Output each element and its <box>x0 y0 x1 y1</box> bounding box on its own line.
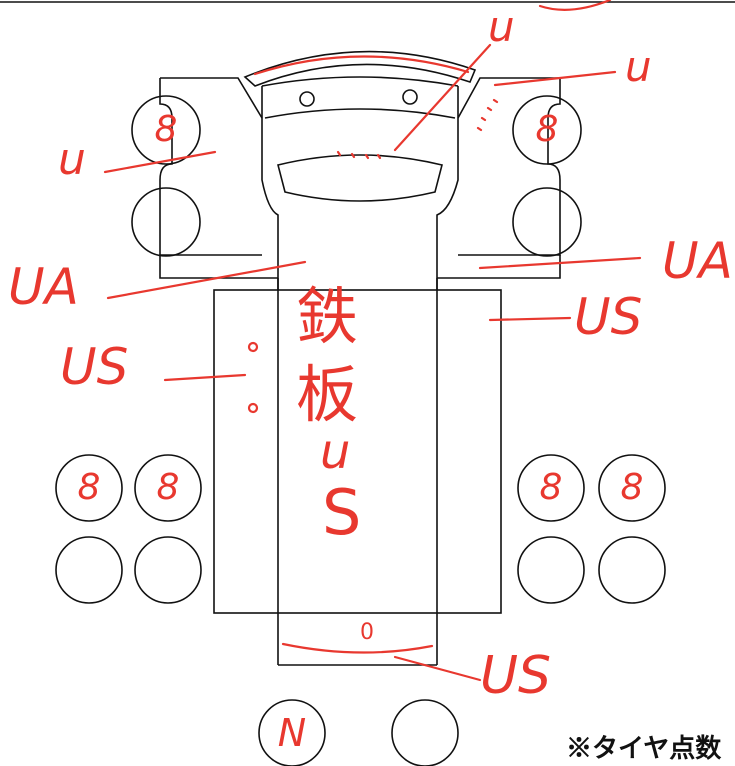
tire-rear-left-inner-lower <box>134 536 202 604</box>
code-left-cab: u <box>58 134 86 185</box>
leader-left-deck <box>163 373 247 382</box>
red-roof-trace <box>253 55 470 76</box>
windshield <box>277 154 443 202</box>
deck-note-line1: 鉄 <box>296 280 359 353</box>
tire-rear-left-outer-lower <box>55 536 123 604</box>
code-right-mid: UA <box>662 232 733 290</box>
leader-right-deck <box>488 316 572 322</box>
tire-score-rear-right-outer: 8 <box>620 467 644 508</box>
tire-front-right-upper <box>512 95 582 165</box>
cargo-deck <box>213 289 502 614</box>
tire-rear-right-outer-lower <box>598 536 666 604</box>
leader-top-center <box>393 43 492 152</box>
leader-left-cab <box>103 150 217 174</box>
front-left-frame <box>159 77 263 256</box>
code-left-mid: UA <box>8 258 79 316</box>
left-headlight <box>299 91 315 107</box>
right-headlight <box>402 89 418 105</box>
tire-rear-right-inner-lower <box>517 536 585 604</box>
tire-spare-right <box>391 699 459 766</box>
tire-score-rear-right-inner: 8 <box>539 467 563 508</box>
cab-front-top <box>261 76 459 87</box>
red-ticks-right <box>476 98 499 132</box>
front-right-frame <box>457 77 561 256</box>
deck-mark-2 <box>247 402 259 414</box>
code-rear: US <box>480 646 552 706</box>
red-top-arc <box>538 0 612 11</box>
cab-roof-bar <box>243 50 477 87</box>
tire-rear-right-inner-upper <box>517 454 585 522</box>
leader-top-right <box>493 70 617 87</box>
tire-spare-left <box>258 699 326 766</box>
tire-front-right-lower <box>512 187 582 257</box>
tire-score-front-left-upper: 8 <box>154 109 178 150</box>
rear-bumper-mark: 0 <box>360 620 374 645</box>
tire-score-front-right-upper: 8 <box>535 109 559 150</box>
code-top-right: u <box>625 42 652 91</box>
cab-right-side <box>436 86 459 290</box>
front-left-frame-lower <box>159 255 278 279</box>
code-left-deck: US <box>60 338 129 396</box>
tire-rear-left-inner-upper <box>134 454 202 522</box>
leader-rear <box>393 655 482 682</box>
tire-rear-right-outer-upper <box>598 454 666 522</box>
tire-score-rear-left-outer: 8 <box>77 467 101 508</box>
tire-front-left-upper <box>131 95 201 165</box>
deck-mark-1 <box>247 341 259 353</box>
deck-note-line4: S <box>322 476 362 549</box>
code-top-center: u <box>488 2 515 51</box>
red-bumper-trace <box>281 642 434 654</box>
cab-front-line <box>264 108 456 119</box>
tire-points-footnote: ※タイヤ点数 <box>566 733 722 763</box>
tire-score-spare-left: N <box>277 711 307 755</box>
leader-right-mid <box>478 256 642 270</box>
tire-front-left-lower <box>131 187 201 257</box>
code-right-deck: US <box>574 288 643 346</box>
leader-left-mid <box>106 260 307 300</box>
deck-note-line3: u <box>320 424 351 480</box>
cab-left-side <box>261 86 279 290</box>
tire-score-rear-left-inner: 8 <box>156 467 180 508</box>
tire-rear-left-outer-upper <box>55 454 123 522</box>
deck-note-line2: 板 <box>296 358 359 431</box>
red-ticks-cab <box>336 150 382 160</box>
